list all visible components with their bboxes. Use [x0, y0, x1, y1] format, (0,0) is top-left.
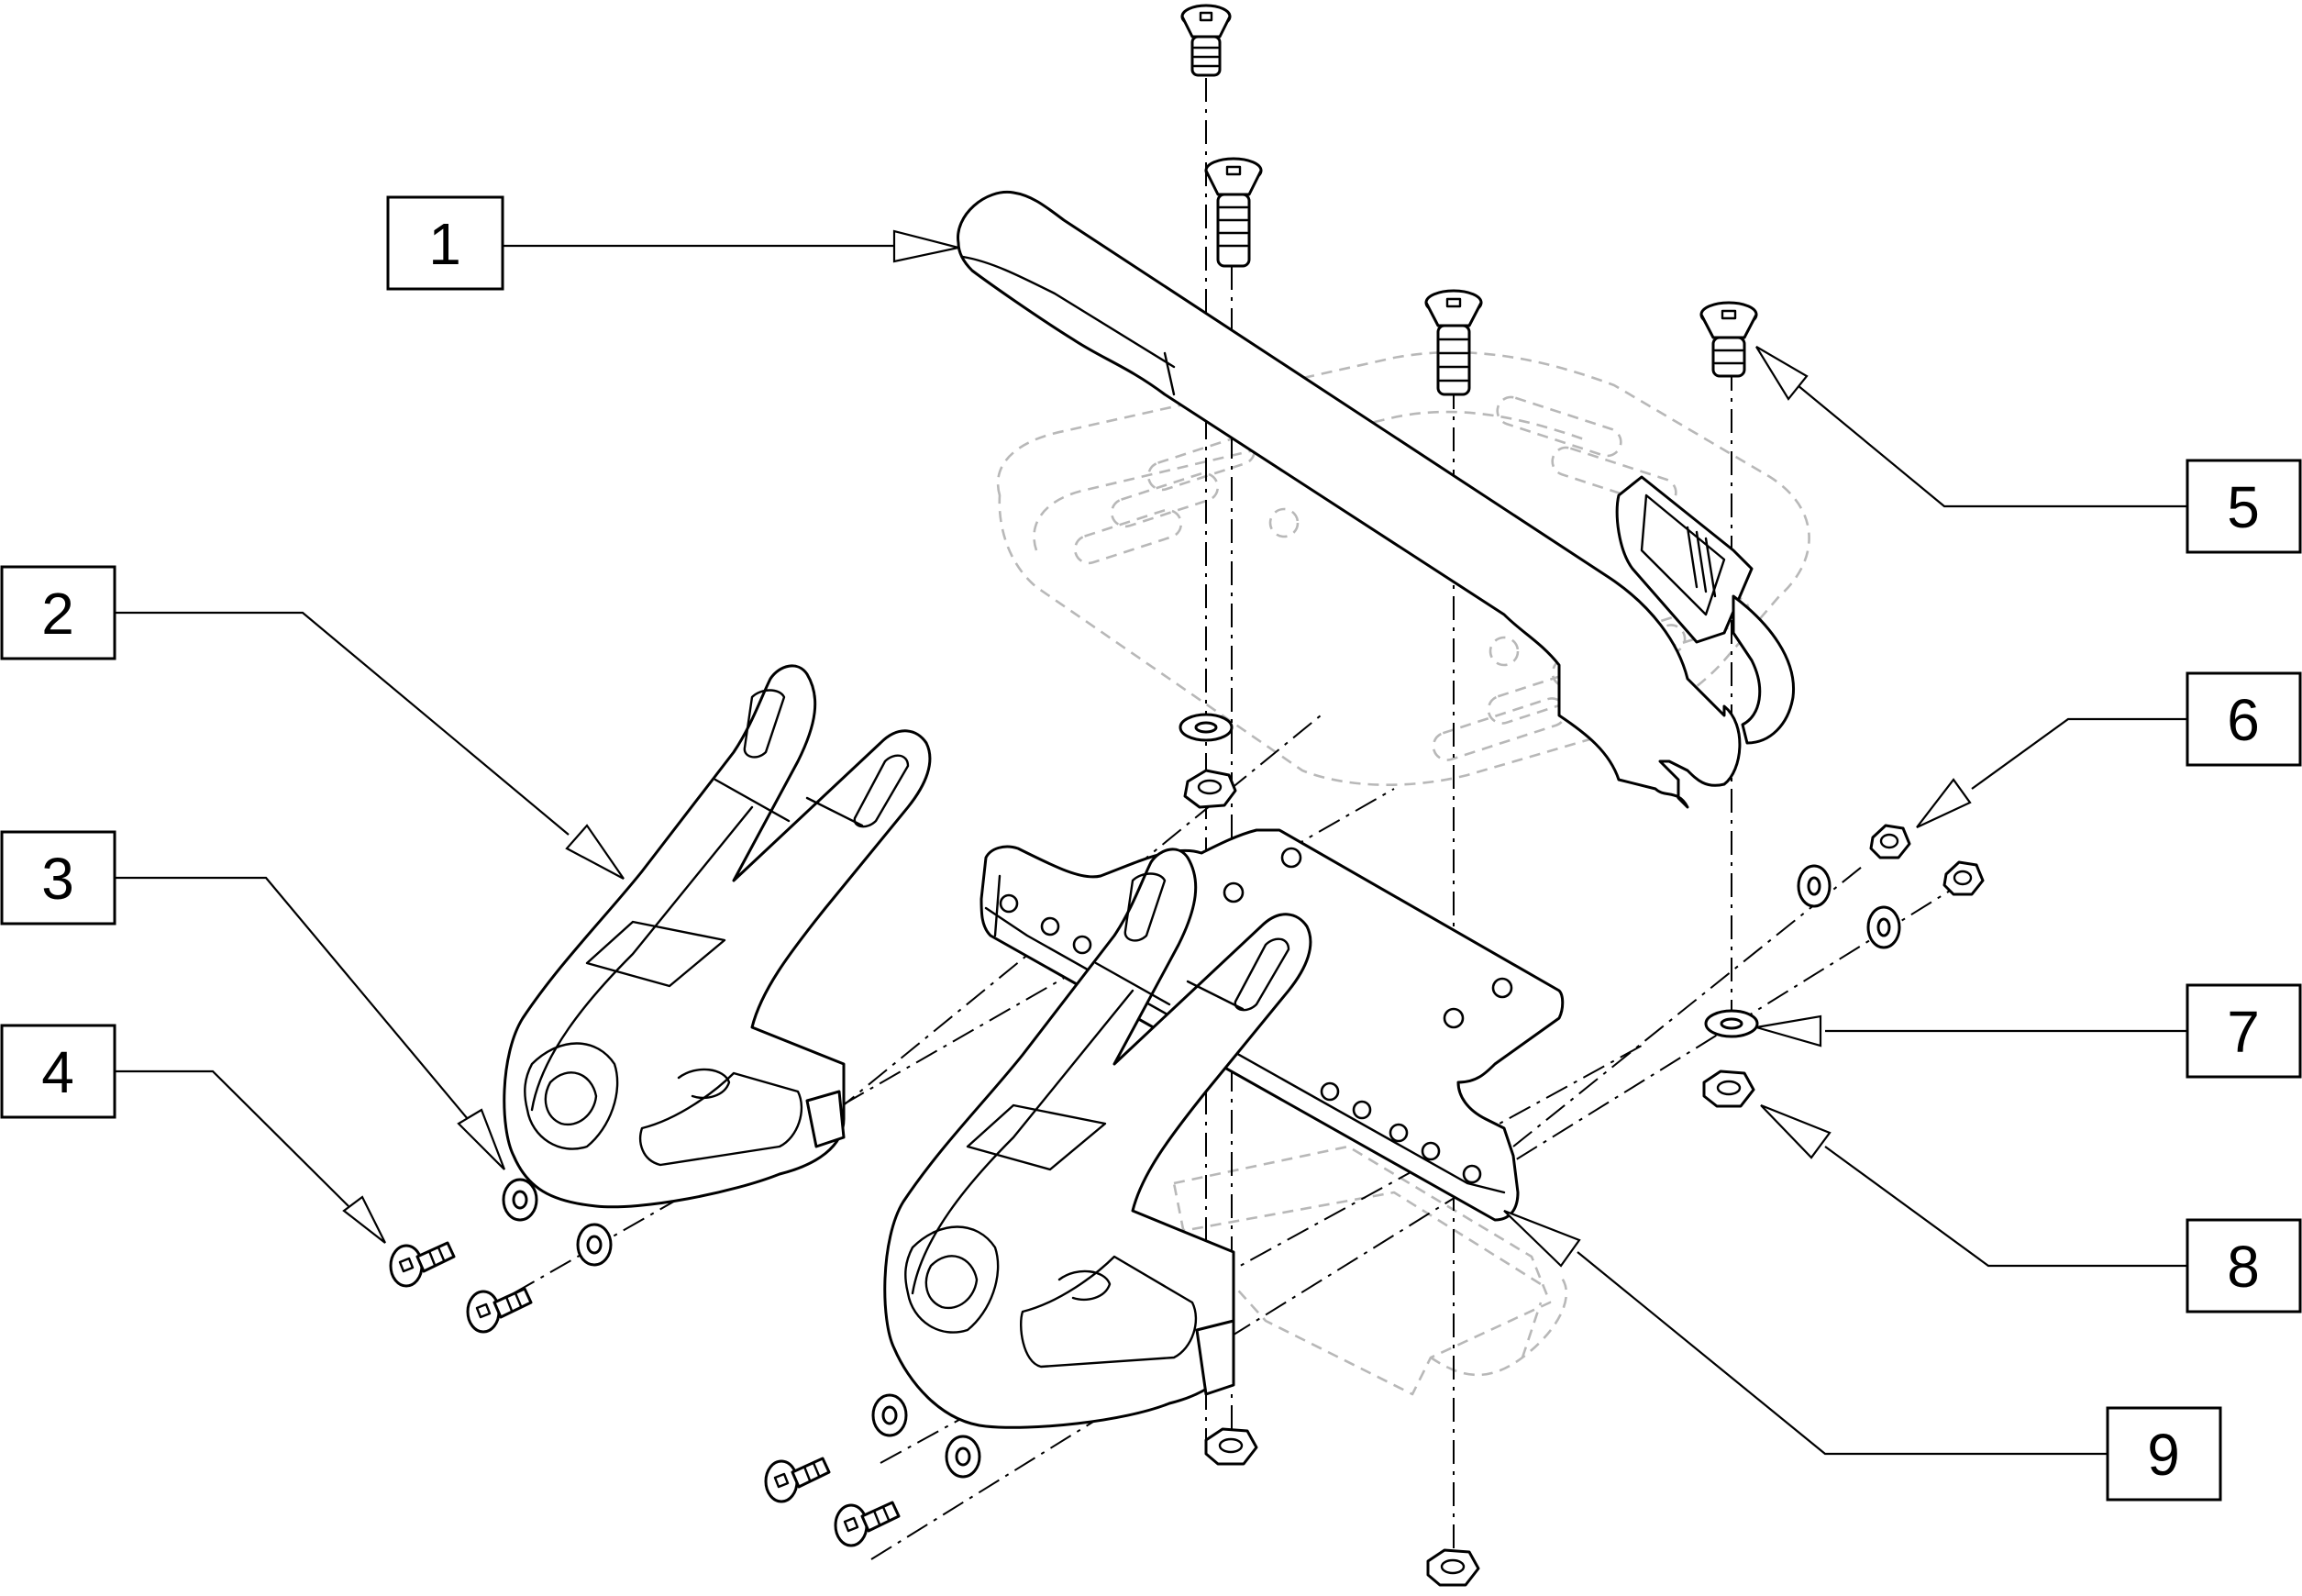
- button-head-screw-1: [389, 1241, 456, 1288]
- hex-nut-6: [1426, 1548, 1480, 1587]
- callout-4-label: 4: [41, 1039, 74, 1105]
- callouts: 1 2 3 4 5 6 7 8: [0, 195, 2302, 1502]
- leader-7: [1755, 1014, 2187, 1047]
- flat-head-screw-2: [1204, 157, 1263, 268]
- washer-2: [576, 1223, 613, 1267]
- heel-loop-front: [883, 848, 1312, 1429]
- leader-3: [115, 876, 506, 1170]
- hex-nut-4: [1702, 1070, 1755, 1108]
- flat-head-screws: [1180, 4, 1758, 396]
- callout-5: 5: [2186, 459, 2302, 554]
- callout-2-label: 2: [41, 581, 74, 647]
- callout-1-label: 1: [428, 211, 461, 277]
- leader-1: [503, 229, 959, 263]
- button-head-screw-4: [834, 1501, 901, 1547]
- callout-2: 2: [0, 565, 116, 660]
- callout-3: 3: [0, 830, 116, 925]
- callout-7-label: 7: [2227, 999, 2260, 1065]
- hex-nut-2: [1869, 824, 1911, 859]
- heel-strap: [957, 190, 1796, 809]
- washers: [502, 713, 1901, 1479]
- flat-head-screw-3: [1424, 289, 1483, 396]
- leader-9: [1503, 1209, 2108, 1456]
- leader-6: [1916, 717, 2187, 828]
- washer-4: [945, 1435, 981, 1479]
- washer-6: [1797, 864, 1832, 908]
- washer-1: [502, 1178, 538, 1222]
- button-head-screw-3: [764, 1457, 831, 1503]
- leader-4: [115, 1070, 386, 1244]
- hex-nut-5: [1204, 1427, 1258, 1466]
- hex-nut-1: [1183, 769, 1237, 809]
- callout-4: 4: [0, 1024, 116, 1119]
- washer-8: [1704, 1009, 1759, 1038]
- callout-6: 6: [2186, 671, 2302, 767]
- button-head-screws: [389, 1241, 901, 1547]
- callout-8: 8: [2186, 1218, 2302, 1313]
- button-head-screw-2: [466, 1287, 533, 1334]
- washer-3: [871, 1393, 908, 1437]
- leader-lines: [115, 229, 2187, 1456]
- callout-9-label: 9: [2147, 1422, 2180, 1488]
- flat-head-screw-4: [1699, 301, 1758, 378]
- callout-1: 1: [386, 195, 504, 291]
- hex-nuts: [1183, 769, 1985, 1587]
- callout-6-label: 6: [2227, 687, 2260, 753]
- leader-2: [115, 611, 625, 880]
- hex-nut-3: [1942, 860, 1985, 896]
- flat-head-screw-1: [1180, 4, 1232, 77]
- washer-5: [1179, 713, 1234, 742]
- callout-3-label: 3: [41, 846, 74, 912]
- leader-8: [1760, 1103, 2187, 1268]
- leader-5: [1755, 346, 2187, 508]
- washer-7: [1866, 905, 1901, 949]
- phantom-mount-tube: [1172, 1145, 1568, 1396]
- callout-7: 7: [2186, 983, 2302, 1079]
- callout-9: 9: [2106, 1406, 2222, 1502]
- heel-loop-rear: [503, 664, 932, 1209]
- callout-5-label: 5: [2227, 474, 2260, 540]
- callout-8-label: 8: [2227, 1234, 2260, 1300]
